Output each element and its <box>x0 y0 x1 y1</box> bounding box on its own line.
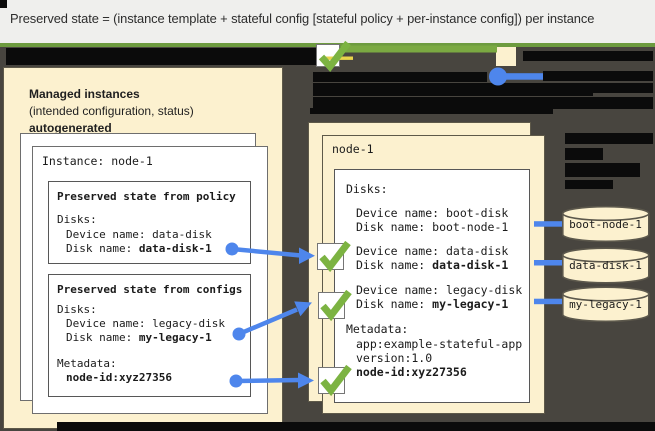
configs-disk-value: my-legacy-1 <box>138 331 212 344</box>
metadata-checkbox <box>318 367 345 394</box>
vm-metadata-app: app:example-stateful-app <box>356 337 523 351</box>
configs-disk-line: Disk name: my-legacy-1 <box>66 331 212 344</box>
vm-legacy-disk-line: Disk name: my-legacy-1 <box>356 298 508 311</box>
configs-metadata-value: node-id:xyz27356 <box>66 371 172 384</box>
configs-box-title: Preserved state from configs <box>57 283 243 296</box>
redacted-bar <box>313 93 593 96</box>
policy-disk-value: data-disk-1 <box>138 242 212 255</box>
disk-label-data: data-disk-1 <box>569 259 642 272</box>
policy-state-box <box>48 181 251 264</box>
redacted-bar <box>565 133 653 144</box>
instance-name-label: Instance: node-1 <box>42 154 153 168</box>
vm-data-disk-value: data-disk-1 <box>432 258 509 272</box>
configs-state-box <box>48 274 251 397</box>
policy-disk-line: Disk name: data-disk-1 <box>66 242 212 255</box>
vm-legacy-disk-value: my-legacy-1 <box>432 297 509 311</box>
redacted-bar <box>565 163 640 177</box>
page-title: Preserved state = (instance template + s… <box>10 11 595 26</box>
redacted-bar <box>523 51 653 61</box>
configs-disk-prefix: Disk name: <box>66 331 139 344</box>
redacted-bar <box>313 72 487 82</box>
redacted-bar <box>565 180 613 189</box>
disk-label-legacy: my-legacy-1 <box>569 298 642 311</box>
policy-disks-label: Disks: <box>57 213 97 226</box>
redacted-bar <box>310 108 553 114</box>
vm-boot-disk-line: Disk name: boot-node-1 <box>356 220 509 234</box>
redacted-bar <box>543 71 653 81</box>
configs-disks-label: Disks: <box>57 303 97 316</box>
legacy-disk-checkbox <box>318 292 345 319</box>
legend-checkbox <box>316 44 340 67</box>
vm-metadata-label: Metadata: <box>346 322 409 336</box>
redacted-bar <box>313 83 653 93</box>
managed-instances-heading: Managed instances <box>29 87 140 101</box>
vm-data-device-line: Device name: data-disk <box>356 244 509 258</box>
vm-legacy-device-line: Device name: legacy-disk <box>356 283 523 297</box>
redacted-bar <box>565 148 603 160</box>
redacted-bar <box>6 48 316 65</box>
data-disk-checkbox <box>317 243 344 270</box>
managed-instances-subheading: (intended configuration, status) <box>29 104 194 118</box>
policy-device-line: Device name: data-disk <box>66 228 212 241</box>
configs-device-line: Device name: legacy-disk <box>66 317 225 330</box>
vm-disks-label: Disks: <box>346 182 388 196</box>
policy-box-title: Preserved state from policy <box>57 190 236 203</box>
configs-metadata-label: Metadata: <box>57 357 117 370</box>
vm-boot-device-line: Device name: boot-disk <box>356 206 509 220</box>
vm-legacy-disk-prefix: Disk name: <box>356 297 433 311</box>
redacted-bar <box>313 97 653 109</box>
vm-metadata-node-id: node-id:xyz27356 <box>356 365 467 379</box>
vm-data-disk-line: Disk name: data-disk-1 <box>356 259 508 272</box>
vm-state-box <box>334 169 530 403</box>
title-band <box>0 0 655 43</box>
legend-template-square <box>496 47 516 66</box>
corner-mark <box>0 0 7 8</box>
vm-metadata-version: version:1.0 <box>356 351 433 365</box>
disk-label-boot: boot-node-1 <box>569 218 642 231</box>
policy-disk-prefix: Disk name: <box>66 242 139 255</box>
vm-name-label: node-1 <box>332 142 374 156</box>
redacted-bar <box>57 422 655 431</box>
vm-data-disk-prefix: Disk name: <box>356 258 433 272</box>
managed-instances-autogenerated: autogenerated <box>29 121 112 135</box>
